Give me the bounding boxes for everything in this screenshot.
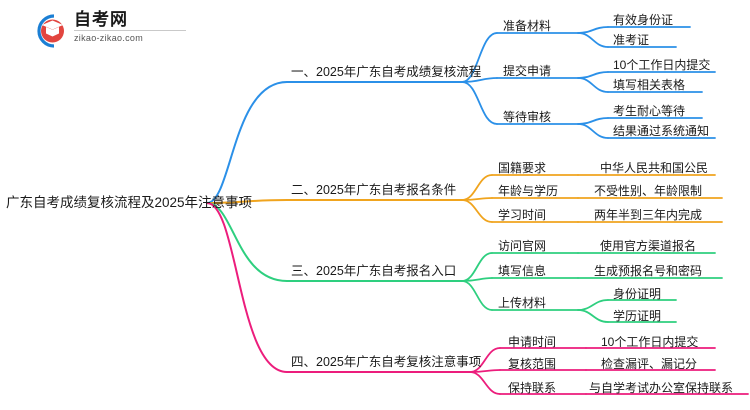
branch-node-3[interactable]: 三、2025年广东自考报名入口 <box>291 264 457 278</box>
leaf-1-1-2[interactable]: 准考证 <box>613 33 650 47</box>
leaf-1-2-2[interactable]: 填写相关表格 <box>613 78 686 92</box>
subnode-1-3[interactable]: 等待审核 <box>503 110 552 124</box>
leaf-1-2-1[interactable]: 10个工作日内提交 <box>613 58 711 72</box>
subnode-3-1[interactable]: 访问官网 <box>498 239 547 253</box>
logo-text: 自考网 zikao-zikao.com <box>74 10 194 44</box>
leaf-3-1-1[interactable]: 使用官方渠道报名 <box>600 239 697 253</box>
site-logo: 自考网 zikao-zikao.com <box>30 10 190 52</box>
graduation-cap-icon <box>37 14 64 48</box>
leaf-4-2-1[interactable]: 检查漏评、漏记分 <box>601 357 698 371</box>
leaf-2-3-1[interactable]: 两年半到三年内完成 <box>594 208 703 222</box>
branch-node-4[interactable]: 四、2025年广东自考复核注意事项 <box>291 355 482 369</box>
leaf-2-1-1[interactable]: 中华人民共和国公民 <box>600 161 709 175</box>
leaf-2-2-1[interactable]: 不受性别、年龄限制 <box>594 184 703 198</box>
subnode-4-1[interactable]: 申请时间 <box>508 335 557 349</box>
branch-node-2[interactable]: 二、2025年广东自考报名条件 <box>291 183 457 197</box>
subnode-3-2[interactable]: 填写信息 <box>498 264 547 278</box>
leaf-3-3-2[interactable]: 学历证明 <box>613 309 662 323</box>
subnode-2-3[interactable]: 学习时间 <box>498 208 547 222</box>
leaf-4-1-1[interactable]: 10个工作日内提交 <box>601 335 699 349</box>
leaf-1-3-1[interactable]: 考生耐心等待 <box>613 104 686 118</box>
subnode-4-2[interactable]: 复核范围 <box>508 357 557 371</box>
branch-node-1[interactable]: 一、2025年广东自考成绩复核流程 <box>291 65 482 79</box>
leaf-3-2-1[interactable]: 生成预报名号和密码 <box>594 264 703 278</box>
leaf-3-3-1[interactable]: 身份证明 <box>613 287 662 301</box>
leaf-4-3-1[interactable]: 与自学考试办公室保持联系 <box>589 381 734 395</box>
subnode-1-2[interactable]: 提交申请 <box>503 64 552 78</box>
leaf-1-3-2[interactable]: 结果通过系统通知 <box>613 124 710 138</box>
logo-title: 自考网 <box>74 10 128 29</box>
subnode-3-3[interactable]: 上传材料 <box>498 296 547 310</box>
subnode-1-1[interactable]: 准备材料 <box>503 19 552 33</box>
logo-url: zikao-zikao.com <box>74 30 186 44</box>
mindmap-root-node[interactable]: 广东自考成绩复核流程及2025年注意事项 <box>6 195 253 210</box>
leaf-1-1-1[interactable]: 有效身份证 <box>613 13 674 27</box>
subnode-4-3[interactable]: 保持联系 <box>508 381 557 395</box>
subnode-2-1[interactable]: 国籍要求 <box>498 161 547 175</box>
subnode-2-2[interactable]: 年龄与学历 <box>498 184 559 198</box>
